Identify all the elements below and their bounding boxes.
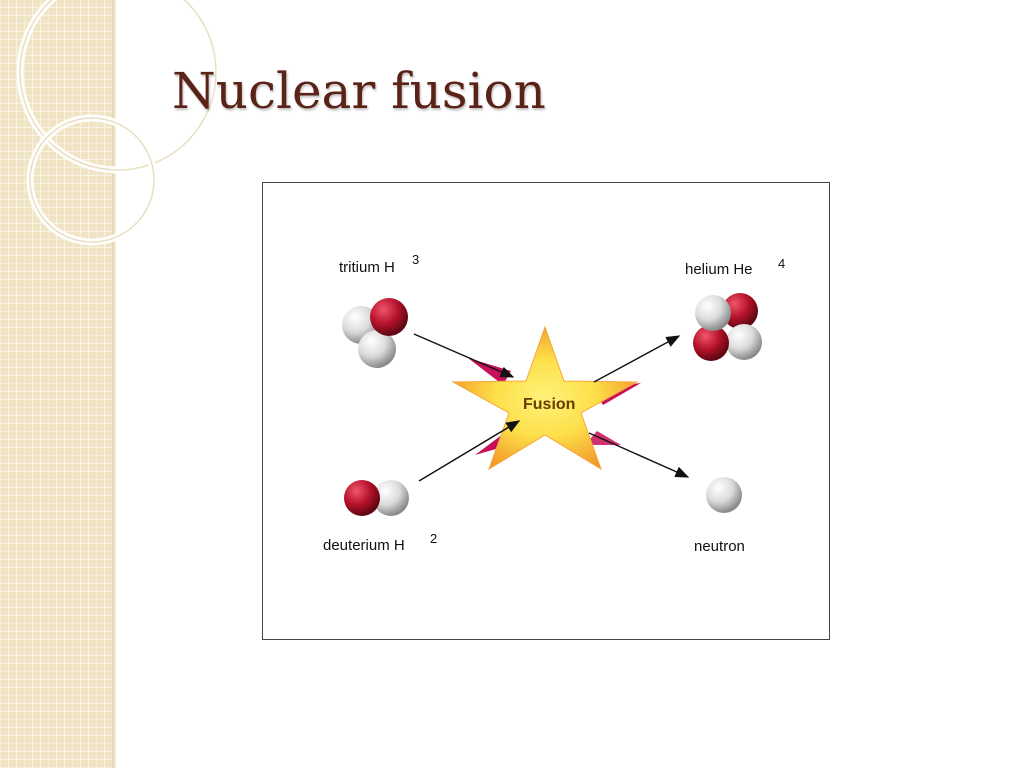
page-title: Nuclear fusion — [172, 62, 546, 120]
decorative-strip-edge — [112, 0, 116, 768]
fusion-star — [451, 325, 639, 471]
decorative-rings — [16, 0, 220, 246]
tritium-mass-number: 3 — [412, 252, 419, 267]
helium-label: helium He — [685, 261, 753, 278]
fusion-diagram: tritium H 3 deuterium H 2 Fusion — [262, 182, 830, 640]
arrow-tritium-to-fusion — [413, 333, 515, 378]
arrow-deuterium-to-fusion — [418, 420, 521, 482]
tritium-label: tritium H — [339, 259, 395, 276]
arrow-fusion-to-neutron — [588, 432, 690, 478]
fusion-label: Fusion — [523, 396, 575, 413]
neutron-label: neutron — [694, 538, 745, 555]
arrow-fusion-to-helium — [593, 335, 681, 383]
helium-mass-number: 4 — [778, 256, 785, 271]
deuterium-mass-number: 2 — [430, 531, 437, 546]
tritium-nucleus — [342, 298, 408, 368]
deuterium-nucleus — [344, 480, 409, 516]
helium-nucleus — [693, 293, 762, 361]
deuterium-label: deuterium H — [323, 537, 405, 554]
free-neutron — [706, 477, 742, 513]
